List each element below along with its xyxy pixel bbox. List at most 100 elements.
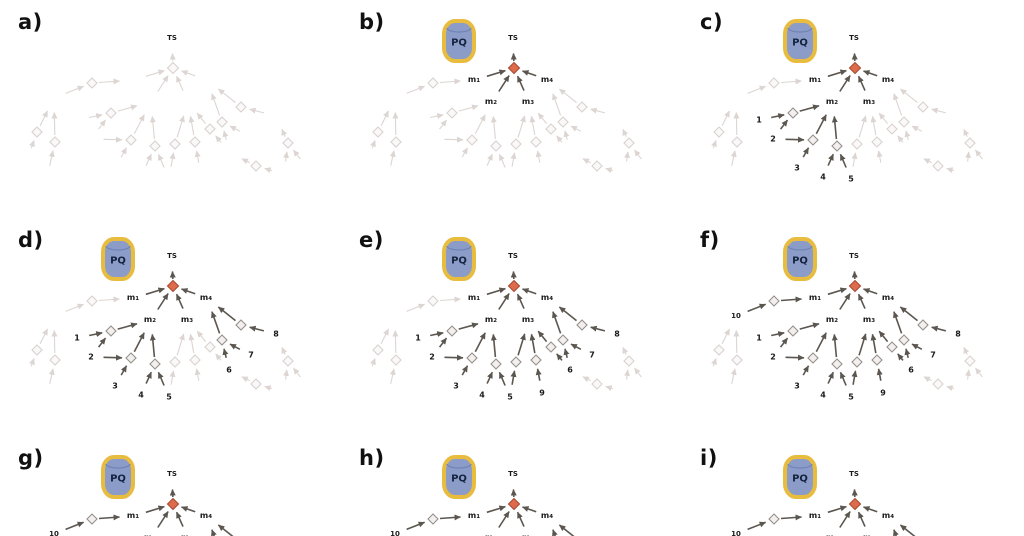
- edge-n3-dB: [120, 147, 127, 158]
- edge-GR2-dR2: [975, 149, 983, 160]
- edge-n5-dC: [839, 371, 847, 386]
- edge-n2-dA: [779, 119, 789, 130]
- reaction-diamond-dA: [787, 325, 799, 337]
- node-m4-label: m4: [200, 293, 212, 303]
- edge-dR2-n8: [963, 128, 970, 137]
- edge-m1-RT: [145, 505, 165, 514]
- node-m2-label: m2: [485, 533, 497, 536]
- reaction-diamond-dC: [831, 358, 843, 370]
- reaction-diamond-dR2: [282, 137, 294, 149]
- edge-GR2-dR2: [293, 149, 301, 160]
- edge-m2-RT: [498, 75, 510, 92]
- edge-dR1-n6: [923, 158, 933, 165]
- edge-dR2-n8: [281, 128, 288, 137]
- edge-dG-m4: [893, 311, 903, 334]
- node-m3-label: m3: [863, 315, 875, 325]
- edge-m4-RT: [863, 506, 878, 513]
- edge-GR2-dR2: [293, 367, 301, 378]
- node-n8-label: 8: [614, 330, 620, 339]
- edge-n4-dC: [827, 371, 835, 384]
- edge-d10-m1: [780, 296, 802, 303]
- node-n2-label: 2: [88, 353, 94, 362]
- edge-dH-m4: [558, 524, 575, 536]
- edge-m1-RT: [145, 287, 165, 296]
- edge-n10-d10: [747, 303, 767, 313]
- edge-dC-m2: [831, 115, 838, 140]
- edge-dG-m4: [552, 529, 558, 536]
- edge-n9-dE: [194, 368, 201, 381]
- edge-n6-dF: [215, 135, 222, 143]
- node-n9-label: 9: [539, 389, 545, 398]
- reaction-diamond-dR1: [591, 378, 603, 390]
- edge-GL1-dL1: [711, 358, 717, 367]
- edge-m2-RT: [157, 293, 169, 310]
- node-n5-label: 5: [848, 393, 854, 402]
- edge-dG-m4: [893, 93, 903, 116]
- edge-dR2-n8: [281, 346, 288, 355]
- edge-n6-dG: [222, 348, 229, 358]
- reaction-diamond-dH: [917, 101, 929, 113]
- edge-GR1-dR1: [264, 385, 273, 392]
- panel-label-a: a): [18, 10, 43, 34]
- edge-n2-dB: [103, 136, 123, 143]
- edge-m1-RT: [827, 69, 847, 78]
- edge-dH-m4: [899, 306, 918, 322]
- edge-n1-dA: [89, 331, 103, 337]
- edge-n4-dC: [486, 153, 493, 166]
- edge-GL2-dL2: [48, 150, 55, 166]
- edge-m2-RT: [498, 511, 510, 528]
- edge-m4-RT: [863, 288, 878, 295]
- edge-dG-m4: [893, 529, 899, 536]
- node-m3-label: m3: [863, 533, 875, 536]
- edge-n8-dH: [931, 325, 947, 332]
- reaction-diamond-dH: [576, 101, 588, 113]
- node-m1-label: m1: [127, 293, 139, 303]
- reaction-diamond-dR1: [250, 160, 262, 172]
- edge-dE-m3: [529, 333, 536, 354]
- edge-dC-m2: [149, 115, 156, 140]
- edge-dC-m2: [490, 115, 497, 140]
- edge-GR1-dR1: [264, 167, 273, 174]
- panel-label-f: f): [700, 228, 720, 252]
- node-m4-label: m4: [541, 293, 553, 303]
- reaction-diamond-dA: [787, 107, 799, 119]
- reaction-diamond-d10: [768, 77, 780, 89]
- reaction-diamond-dB: [807, 134, 819, 146]
- edge-dR2-n8: [622, 128, 629, 137]
- edge-d10-m1: [98, 514, 120, 521]
- edge-dL2-n10: [733, 330, 740, 354]
- edge-n6-dG: [563, 130, 570, 140]
- edge-n5-dC: [498, 371, 506, 386]
- priority-queue-label: PQ: [451, 474, 467, 485]
- edge-GR1-dR1: [605, 385, 614, 392]
- edge-dL2-n10: [392, 330, 399, 354]
- edge-GR1-dR2: [283, 151, 290, 162]
- edge-GR1-dR2: [965, 369, 972, 380]
- edge-n7-dG: [570, 125, 582, 132]
- edge-d10-m1: [439, 296, 461, 303]
- edge-n7-dG: [570, 343, 582, 351]
- edge-dR1-n6: [923, 376, 933, 383]
- reaction-diamond-dR2: [623, 137, 635, 149]
- edge-n10-d10: [406, 85, 426, 94]
- edge-GL1-dL1: [29, 358, 35, 367]
- node-m2-label: m2: [826, 533, 838, 536]
- priority-queue-icon: PQ: [783, 455, 817, 499]
- edge-GR1-dR1: [605, 167, 614, 174]
- edge-dL2-n10: [733, 112, 740, 136]
- node-n3-label: 3: [112, 382, 118, 391]
- edge-GL1-dL1: [711, 140, 717, 149]
- edge-dF-m3: [196, 112, 207, 124]
- edge-n9-dE: [876, 150, 883, 163]
- edge-n6-dF: [215, 353, 222, 361]
- priority-queue-icon: PQ: [442, 19, 476, 63]
- node-n10-label: 10: [49, 530, 59, 536]
- priority-queue-label: PQ: [451, 38, 467, 49]
- edge-n2-dA: [97, 337, 107, 348]
- edge-m3-RT: [516, 293, 525, 309]
- edge-GL2-dL2: [730, 150, 737, 166]
- node-m4-label: m4: [200, 511, 212, 521]
- reaction-diamond-dH: [235, 319, 247, 331]
- node-m2-label: m2: [144, 315, 156, 325]
- panel-label-g: g): [18, 446, 44, 470]
